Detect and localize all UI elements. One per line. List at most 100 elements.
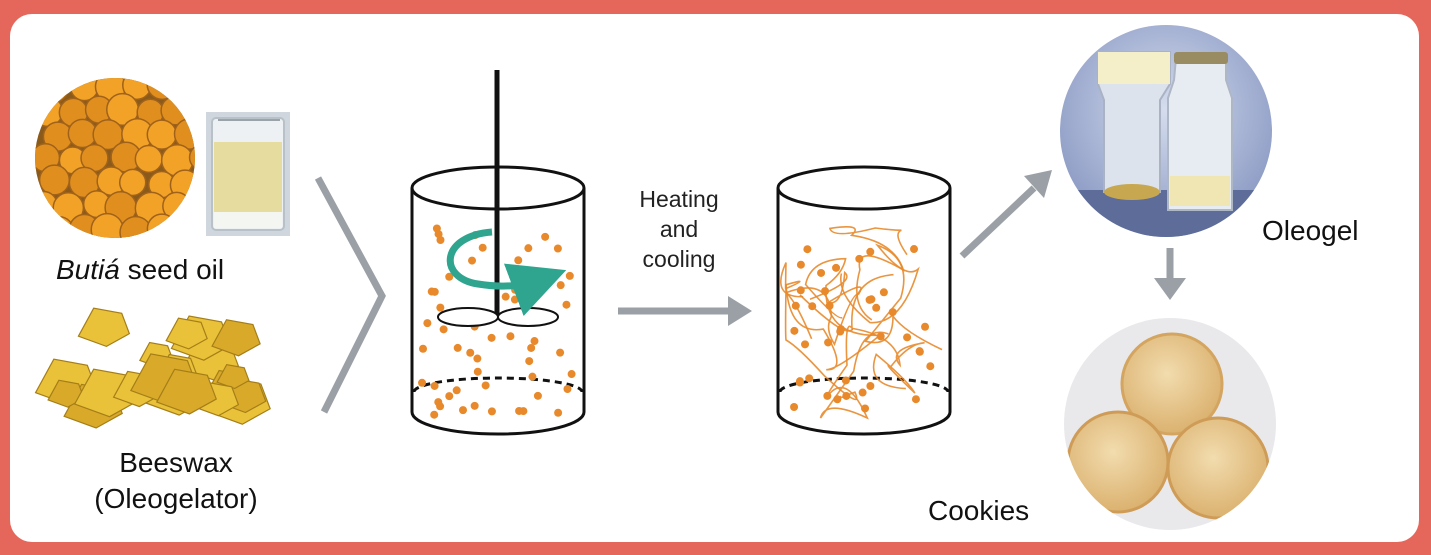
particle-dot xyxy=(466,348,475,357)
cookies-arrow xyxy=(1154,248,1186,300)
wax-chunk xyxy=(165,317,208,350)
particle-dot xyxy=(527,343,536,352)
particle-dot xyxy=(468,256,477,265)
fruit-mark xyxy=(146,78,178,101)
particle-dot xyxy=(434,398,443,407)
particle-dot xyxy=(801,340,810,349)
particle-dot xyxy=(915,347,924,356)
particle-dot xyxy=(430,287,439,296)
particle-dot xyxy=(487,333,496,342)
particle-dot xyxy=(530,337,539,346)
particle-dot xyxy=(842,391,851,400)
particle-dot xyxy=(817,268,826,277)
particle-dot xyxy=(867,295,876,304)
cookies-label: Cookies xyxy=(928,495,1030,526)
heating-label-line2: and xyxy=(659,216,699,242)
oleogel-arrow xyxy=(959,170,1052,259)
particle-dot xyxy=(436,303,445,312)
beeswax-label: Beeswax xyxy=(119,447,233,478)
particle-dot xyxy=(445,392,454,401)
particle-dot xyxy=(833,395,842,404)
particle-dot xyxy=(439,325,448,334)
fruit-mark xyxy=(90,212,124,238)
butia-fruit-icon xyxy=(35,78,195,238)
particle-dot xyxy=(478,243,487,252)
fruit-mark xyxy=(38,164,71,196)
particle-dot xyxy=(910,245,919,254)
particle-dot xyxy=(832,263,841,272)
oleogel-vials-icon xyxy=(1060,25,1272,237)
fruit-mark xyxy=(44,215,75,238)
particle-dot xyxy=(926,362,935,371)
gel-fiber xyxy=(780,262,858,401)
particle-dot xyxy=(911,395,920,404)
wax-chunk xyxy=(77,307,131,348)
particle-dot xyxy=(473,367,482,376)
butia-oil-label: Butiá seed oil xyxy=(56,253,224,287)
particle-dot xyxy=(515,406,524,415)
particle-dot xyxy=(506,332,515,341)
particle-dot xyxy=(525,357,534,366)
particle-dot xyxy=(796,260,805,269)
fruit-mark xyxy=(188,143,195,172)
cookies-icon xyxy=(1064,318,1276,530)
gel-fiber xyxy=(799,294,925,394)
particle-dot xyxy=(790,402,799,411)
gel-fiber xyxy=(828,226,908,321)
stir-arrow-icon xyxy=(446,228,567,317)
particle-dot xyxy=(452,386,461,395)
particle-dot xyxy=(795,377,804,386)
particle-dot xyxy=(805,374,814,383)
particle-dot xyxy=(876,332,885,341)
fruit-mark xyxy=(175,78,195,103)
particle-dot xyxy=(430,410,439,419)
particle-dot xyxy=(796,286,805,295)
particle-dot xyxy=(872,303,881,312)
particle-dot xyxy=(903,333,912,342)
particle-dot xyxy=(803,245,812,254)
fruit-mark xyxy=(134,144,163,174)
fruit-mark xyxy=(118,168,147,197)
particle-dot xyxy=(459,406,468,415)
seed-oil-suffix: seed oil xyxy=(119,254,225,285)
particle-dot xyxy=(556,348,565,357)
particle-dot xyxy=(825,301,834,310)
particle-dot xyxy=(824,338,833,347)
particle-dot xyxy=(858,388,867,397)
gel-fiber xyxy=(819,273,894,420)
butia-name: Butiá xyxy=(56,254,120,285)
particle-dot xyxy=(841,376,850,385)
merge-bracket xyxy=(314,176,386,414)
particle-dot xyxy=(562,300,571,309)
particle-dot xyxy=(510,295,519,304)
particle-dot xyxy=(445,272,454,281)
gel-fiber xyxy=(784,270,862,347)
heating-label-line1: Heating xyxy=(639,186,719,212)
oleogel-beaker xyxy=(776,165,952,436)
particle-dot xyxy=(821,287,830,296)
fruit-mark xyxy=(119,215,153,238)
oleogel-label: Oleogel xyxy=(1262,215,1359,246)
particle-dot xyxy=(473,354,482,363)
particle-dot xyxy=(514,256,523,265)
particle-dot xyxy=(419,344,428,353)
fruit-mark xyxy=(67,118,98,149)
particle-dot xyxy=(556,281,565,290)
particle-dot xyxy=(836,327,845,336)
fruit-mark xyxy=(39,78,69,104)
particle-dot xyxy=(434,230,443,239)
particle-dot xyxy=(524,244,533,253)
particle-dot xyxy=(481,381,490,390)
particle-dot xyxy=(470,401,479,410)
particle-dot xyxy=(554,408,563,417)
oil-beaker-icon xyxy=(206,112,290,236)
particle-dot xyxy=(866,247,875,256)
particle-dot xyxy=(866,382,875,391)
particle-dot xyxy=(823,391,832,400)
particle-dot xyxy=(563,384,572,393)
fruit-mark xyxy=(173,217,195,238)
particle-dot xyxy=(567,370,576,379)
particle-dot xyxy=(921,322,930,331)
